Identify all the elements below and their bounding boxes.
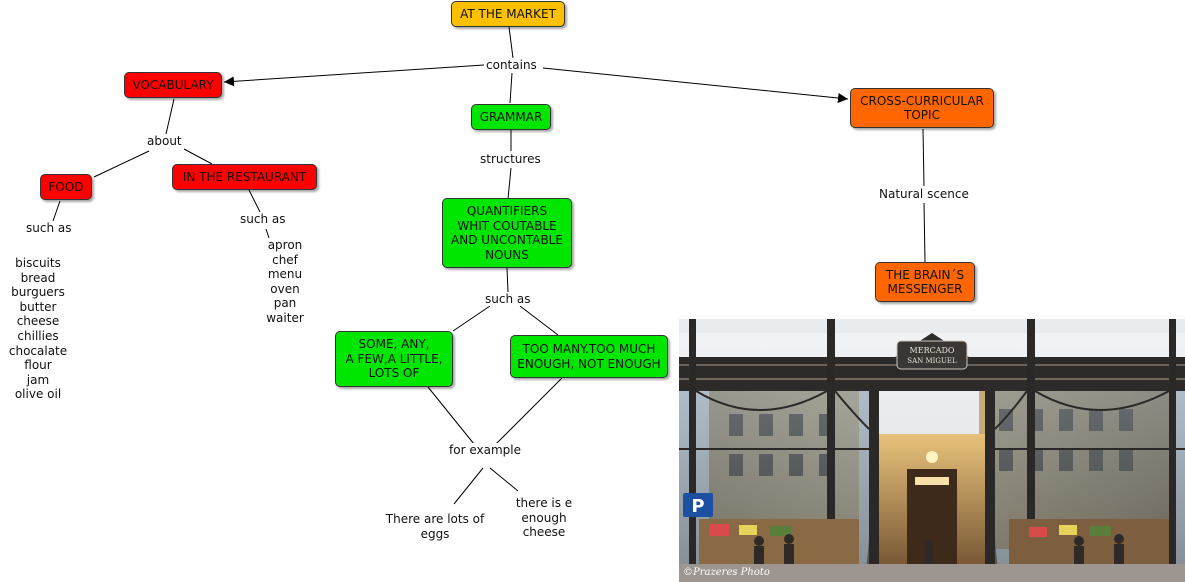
photo-credit: ©Prazeres Photo	[683, 567, 770, 578]
market-sign-line1: MERCADO	[910, 346, 955, 355]
node-at-the-market-label: AT THE MARKET	[460, 6, 556, 21]
node-quantifiers[interactable]: QUANTIFIERS WHIT COUTABLE AND UNCONTABLE…	[442, 198, 572, 268]
restaurant-item: menu	[267, 267, 303, 282]
restaurant-item: apron	[267, 238, 303, 252]
node-some-any-line3: LOTS OF	[368, 366, 420, 381]
link-someany-example	[427, 386, 475, 445]
market-sign-line2: SAN MIGUEL	[907, 357, 957, 365]
node-brains-messenger-line2: MESSENGER	[887, 282, 963, 296]
food-item: olive oil	[14, 387, 62, 402]
link-label-structures: structures	[478, 152, 543, 166]
food-item: biscuits	[15, 256, 61, 270]
node-grammar-label: GRAMMAR	[479, 109, 543, 124]
link-suchas-someany	[452, 305, 491, 332]
market-photo: MERCADO SAN MIGUEL	[679, 319, 1185, 582]
node-too-many-line1: TOO MANY.TOO MUCH	[522, 342, 656, 356]
node-quantifiers-line1: QUANTIFIERS	[466, 204, 548, 218]
example-lots-of-eggs: There are lots of eggs	[380, 512, 490, 541]
node-grammar[interactable]: GRAMMAR	[471, 104, 551, 130]
link-food-suchas	[52, 200, 61, 222]
food-item: jam	[26, 372, 50, 387]
food-item: butter	[19, 299, 57, 314]
restaurant-item: oven	[270, 281, 300, 296]
node-some-any-line2: A FEW,A LITTLE,	[345, 351, 443, 366]
link-about-restaurant	[183, 148, 213, 165]
node-quantifiers-line4: NOUNS	[485, 247, 529, 262]
food-item: bread	[20, 270, 56, 285]
restaurant-item: chef	[272, 252, 298, 267]
node-cross-curricular-line2: TOPIC	[904, 108, 940, 122]
parking-sign-letter: P	[691, 496, 704, 517]
node-vocabulary[interactable]: VOCABULARY	[124, 72, 222, 98]
restaurant-items-list: apron chef menu oven pan waiter	[255, 238, 315, 326]
node-brains-messenger-line1: THE BRAIN´S	[885, 267, 965, 282]
link-label-such-as-food: such as	[24, 221, 74, 235]
link-contains-grammar	[509, 72, 513, 104]
link-label-natural-science: Natural scence	[877, 187, 971, 201]
node-at-the-market[interactable]: AT THE MARKET	[451, 1, 565, 27]
link-vocabulary-about	[165, 98, 175, 135]
example-enough-line2: enough	[521, 510, 567, 525]
food-item: chillies	[17, 328, 59, 343]
link-suchas-toomany	[519, 305, 559, 336]
link-label-contains: contains	[484, 58, 539, 72]
example-enough-line3: cheese	[522, 525, 566, 540]
link-natural-brain	[923, 202, 926, 263]
node-some-any-line1: SOME, ANY,	[358, 337, 430, 352]
link-label-for-example: for example	[447, 443, 523, 457]
node-quantifiers-line2: WHIT COUTABLE	[457, 218, 557, 233]
node-cross-curricular[interactable]: CROSS-CURRICULAR TOPIC	[850, 88, 994, 128]
link-quantifiers-suchas	[506, 267, 509, 293]
food-item: burguers	[11, 285, 65, 300]
food-items-list: biscuits bread burguers butter cheese ch…	[0, 256, 76, 402]
example-lots-line1: There are lots of	[385, 512, 485, 526]
link-about-food	[93, 150, 150, 178]
link-label-about: about	[145, 134, 184, 148]
link-suchas-restaurant-list	[265, 228, 270, 239]
node-brains-messenger[interactable]: THE BRAIN´S MESSENGER	[875, 262, 975, 302]
link-label-such-as-restaurant: such as	[238, 212, 288, 226]
link-contains-crosscurricular	[542, 67, 849, 103]
food-item: cheese	[16, 314, 60, 329]
link-label-such-as-quantifiers: such as	[483, 292, 533, 306]
restaurant-item: waiter	[266, 310, 304, 325]
link-example-lots	[453, 467, 484, 505]
node-some-any[interactable]: SOME, ANY, A FEW,A LITTLE, LOTS OF	[335, 331, 453, 387]
restaurant-item: pan	[273, 296, 297, 311]
node-cross-curricular-line1: CROSS-CURRICULAR	[860, 93, 984, 108]
node-in-the-restaurant[interactable]: IN THE RESTAURANT	[172, 164, 317, 190]
market-photo-illustration: MERCADO SAN MIGUEL	[679, 319, 1185, 582]
node-quantifiers-line3: AND UNCONTABLE	[451, 233, 563, 247]
example-enough-cheese: there is e enough cheese	[509, 496, 579, 540]
link-structures-quantifiers	[507, 167, 512, 200]
link-restaurant-suchas	[248, 189, 261, 213]
node-too-many-line2: ENOUGH, NOT ENOUGH	[517, 356, 661, 371]
node-food-label: FOOD	[48, 179, 84, 194]
example-enough-line1: there is e	[515, 496, 573, 510]
link-crosscurricular-natural	[922, 128, 925, 187]
link-contains-vocabulary	[223, 64, 485, 87]
node-in-the-restaurant-label: IN THE RESTAURANT	[182, 169, 307, 184]
example-lots-line2: eggs	[420, 526, 450, 541]
link-market-contains	[508, 26, 514, 59]
link-example-enough	[489, 467, 519, 492]
parking-sign-icon	[683, 493, 713, 517]
node-too-many[interactable]: TOO MANY.TOO MUCH ENOUGH, NOT ENOUGH	[510, 335, 668, 378]
node-vocabulary-label: VOCABULARY	[132, 77, 214, 92]
node-food[interactable]: FOOD	[40, 174, 92, 200]
food-item: chocalate	[8, 343, 68, 358]
food-item: flour	[24, 358, 52, 373]
link-toomany-example	[495, 377, 563, 445]
